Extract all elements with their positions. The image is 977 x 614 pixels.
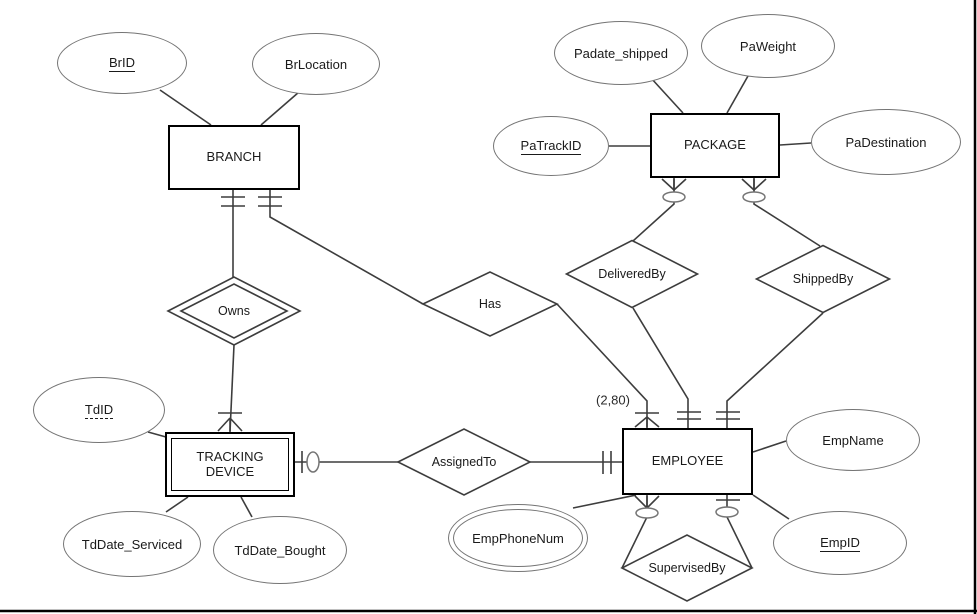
- entity-label-package: PACKAGE: [684, 137, 746, 153]
- connection-package-deliveredby[interactable]: [632, 178, 675, 242]
- relationship-label-supervisedby: SupervisedBy: [648, 561, 726, 575]
- connection-has-employee[interactable]: [556, 303, 648, 428]
- cardinality-marker-has-employee-one-many: [634, 412, 660, 428]
- relationship-label-owns: Owns: [218, 304, 250, 318]
- connection-deliveredby-employee[interactable]: [632, 307, 689, 428]
- cardinality-marker-package-shippedby-zero-many: [741, 178, 767, 203]
- attribute-empid[interactable]: EmpID: [773, 511, 907, 575]
- attribute-empphonenum[interactable]: EmpPhoneNum: [448, 504, 588, 572]
- attribute-padestination[interactable]: PaDestination: [811, 109, 961, 175]
- connection-padateshipped-package[interactable]: [650, 77, 684, 114]
- attribute-label-tdid: TdID: [84, 401, 114, 419]
- relationship-deliveredby[interactable]: [564, 239, 700, 309]
- relationship-supervisedby[interactable]: [620, 534, 754, 602]
- relationship-label-deliveredby: DeliveredBy: [598, 267, 666, 281]
- attribute-label-padate-shipped: Padate_shipped: [574, 45, 668, 61]
- connection-shippedby-employee[interactable]: [726, 312, 824, 428]
- entity-package[interactable]: PACKAGE: [650, 113, 780, 178]
- cardinality-marker-package-deliveredby-zero-many: [661, 178, 687, 203]
- cardinality-marker-owns-trackingdevice-one-many: [217, 412, 243, 432]
- attribute-label-brlocation: BrLocation: [284, 56, 348, 72]
- connection-tdid-trackingdevice[interactable]: [147, 431, 167, 438]
- attribute-patrackid[interactable]: PaTrackID: [493, 116, 609, 176]
- attribute-padate-shipped[interactable]: Padate_shipped: [554, 21, 688, 85]
- relationship-has[interactable]: [421, 271, 559, 337]
- attribute-label-padestination: PaDestination: [845, 134, 927, 150]
- relationship-assignedto[interactable]: [396, 428, 532, 496]
- cardinality-marker-trackingdevice-assignedto-one: [301, 451, 320, 473]
- attribute-label-tddate-serviced: TdDate_Serviced: [81, 536, 183, 552]
- connection-brid-branch[interactable]: [159, 89, 212, 126]
- relationship-label-has: Has: [478, 297, 502, 311]
- attribute-label-patrackid: PaTrackID: [520, 137, 582, 155]
- attribute-label-brid: BrID: [109, 54, 135, 72]
- cardinality-marker-employee-supervisedby-zero-one: [715, 499, 740, 518]
- connection-paweight-package[interactable]: [726, 75, 749, 114]
- attribute-label-empname: EmpName: [822, 432, 884, 448]
- relationship-shippedby[interactable]: [754, 244, 892, 314]
- connection-empid-employee[interactable]: [752, 494, 790, 520]
- attribute-label-empphonenum: EmpPhoneNum: [472, 530, 564, 546]
- connection-empname-employee[interactable]: [752, 440, 787, 453]
- attribute-brid[interactable]: BrID: [57, 32, 187, 94]
- multivalued-inner-ellipse: EmpPhoneNum: [453, 509, 583, 567]
- cardinality-marker-branch-has-exactly-one: [258, 196, 282, 207]
- connection-empphonenum-employee[interactable]: [572, 494, 637, 509]
- entity-label-tracking-device: TRACKING DEVICE: [196, 448, 264, 479]
- attribute-label-empid: EmpID: [820, 534, 860, 552]
- attribute-tddate-serviced[interactable]: TdDate_Serviced: [63, 511, 201, 577]
- identifying-inner-diamond: [179, 283, 289, 339]
- connection-brlocation-branch[interactable]: [260, 91, 300, 126]
- entity-tracking-device[interactable]: TRACKING DEVICE: [165, 432, 295, 497]
- connection-padestination-package[interactable]: [779, 142, 812, 146]
- cardinality-marker-employee-supervisedby-zero-many: [634, 495, 660, 519]
- connection-tddatebought-trackingdevice[interactable]: [240, 496, 253, 518]
- connection-package-shippedby[interactable]: [753, 178, 821, 247]
- connection-owns-trackingdevice[interactable]: [229, 344, 235, 433]
- connection-branch-has[interactable]: [269, 190, 424, 305]
- attribute-brlocation[interactable]: BrLocation: [252, 33, 380, 95]
- relationship-label-shippedby: ShippedBy: [792, 272, 854, 286]
- attribute-empname[interactable]: EmpName: [786, 409, 920, 471]
- relationship-label-assignedto: AssignedTo: [431, 455, 497, 469]
- relationship-owns[interactable]: [166, 276, 302, 346]
- entity-label-employee: EMPLOYEE: [651, 453, 724, 469]
- cardinality-marker-branch-owns-exactly-one: [221, 196, 245, 207]
- weak-entity-inner-border: TRACKING DEVICE: [171, 438, 289, 491]
- attribute-label-tddate-bought: TdDate_Bought: [234, 542, 326, 558]
- attribute-tddate-bought[interactable]: TdDate_Bought: [213, 516, 347, 584]
- connection-tddateserviced-trackingdevice[interactable]: [165, 496, 189, 513]
- cardinality-marker-assignedto-employee-exactly-one: [602, 451, 612, 474]
- entity-branch[interactable]: BRANCH: [168, 125, 300, 190]
- entity-employee[interactable]: EMPLOYEE: [622, 428, 753, 495]
- cardinality-marker-shippedby-employee-exactly-one: [716, 411, 740, 420]
- attribute-label-paweight: PaWeight: [739, 38, 797, 54]
- cardinality-marker-deliveredby-employee-exactly-one: [677, 411, 701, 420]
- cardinality-constraint-label: (2,80): [596, 392, 630, 408]
- entity-label-branch: BRANCH: [206, 149, 262, 165]
- attribute-tdid[interactable]: TdID: [33, 377, 165, 443]
- attribute-paweight[interactable]: PaWeight: [701, 14, 835, 78]
